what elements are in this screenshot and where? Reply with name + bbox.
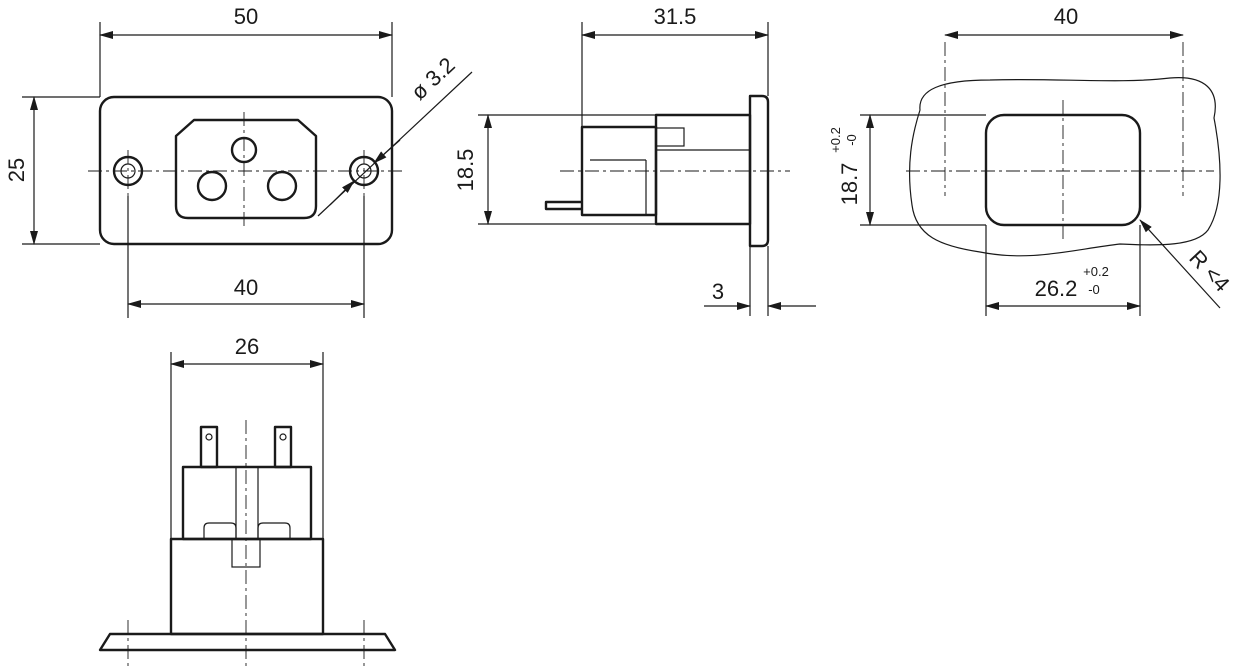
dimension-body-width: 26	[235, 334, 259, 359]
dimension-body-height: 18.5	[453, 149, 478, 192]
front-view: 50 25 40 ø 3.2	[4, 4, 473, 318]
dimension-width: 50	[234, 4, 258, 29]
live-pin-hole	[196, 170, 228, 202]
cutout-height-tol-minus: -0	[844, 134, 859, 146]
dimension-flange-thickness: 3	[712, 279, 724, 304]
cutout-width-tol-minus: -0	[1088, 282, 1100, 297]
side-flange	[748, 94, 770, 248]
side-housing-front	[654, 113, 752, 226]
neutral-pin-hole	[266, 170, 298, 202]
dimension-hole-spacing: 40	[234, 275, 258, 300]
dimension-hole-centers: 40	[1054, 4, 1078, 29]
dimension-depth: 31.5	[654, 4, 697, 29]
bottom-view: 26	[98, 334, 397, 666]
side-terminal-tab	[544, 200, 582, 211]
dimension-hole-diameter: ø 3.2	[406, 52, 460, 104]
dimension-cutout-height: 18.7	[837, 163, 862, 206]
dimension-corner-radius: R <4	[1184, 245, 1234, 296]
dimension-height: 25	[4, 158, 29, 182]
terminal-left	[199, 425, 219, 469]
panel-outline	[908, 77, 1221, 257]
bottom-flange	[98, 632, 397, 652]
dimension-cutout-width: 26.2	[1035, 276, 1078, 301]
mounting-plate-outline	[98, 95, 394, 246]
cutout-height-tol-plus: +0.2	[828, 127, 843, 153]
socket-opening	[174, 118, 318, 220]
cutout-view: 40 18.7 +0.2 -0 26.2 +0.2 -0 R <4	[828, 4, 1235, 316]
terminal-right	[273, 425, 293, 469]
lower-housing	[169, 537, 325, 636]
side-view: 31.5 18.5 3	[453, 4, 816, 316]
upper-body	[181, 465, 313, 541]
cutout-width-tol-plus: +0.2	[1083, 264, 1109, 279]
